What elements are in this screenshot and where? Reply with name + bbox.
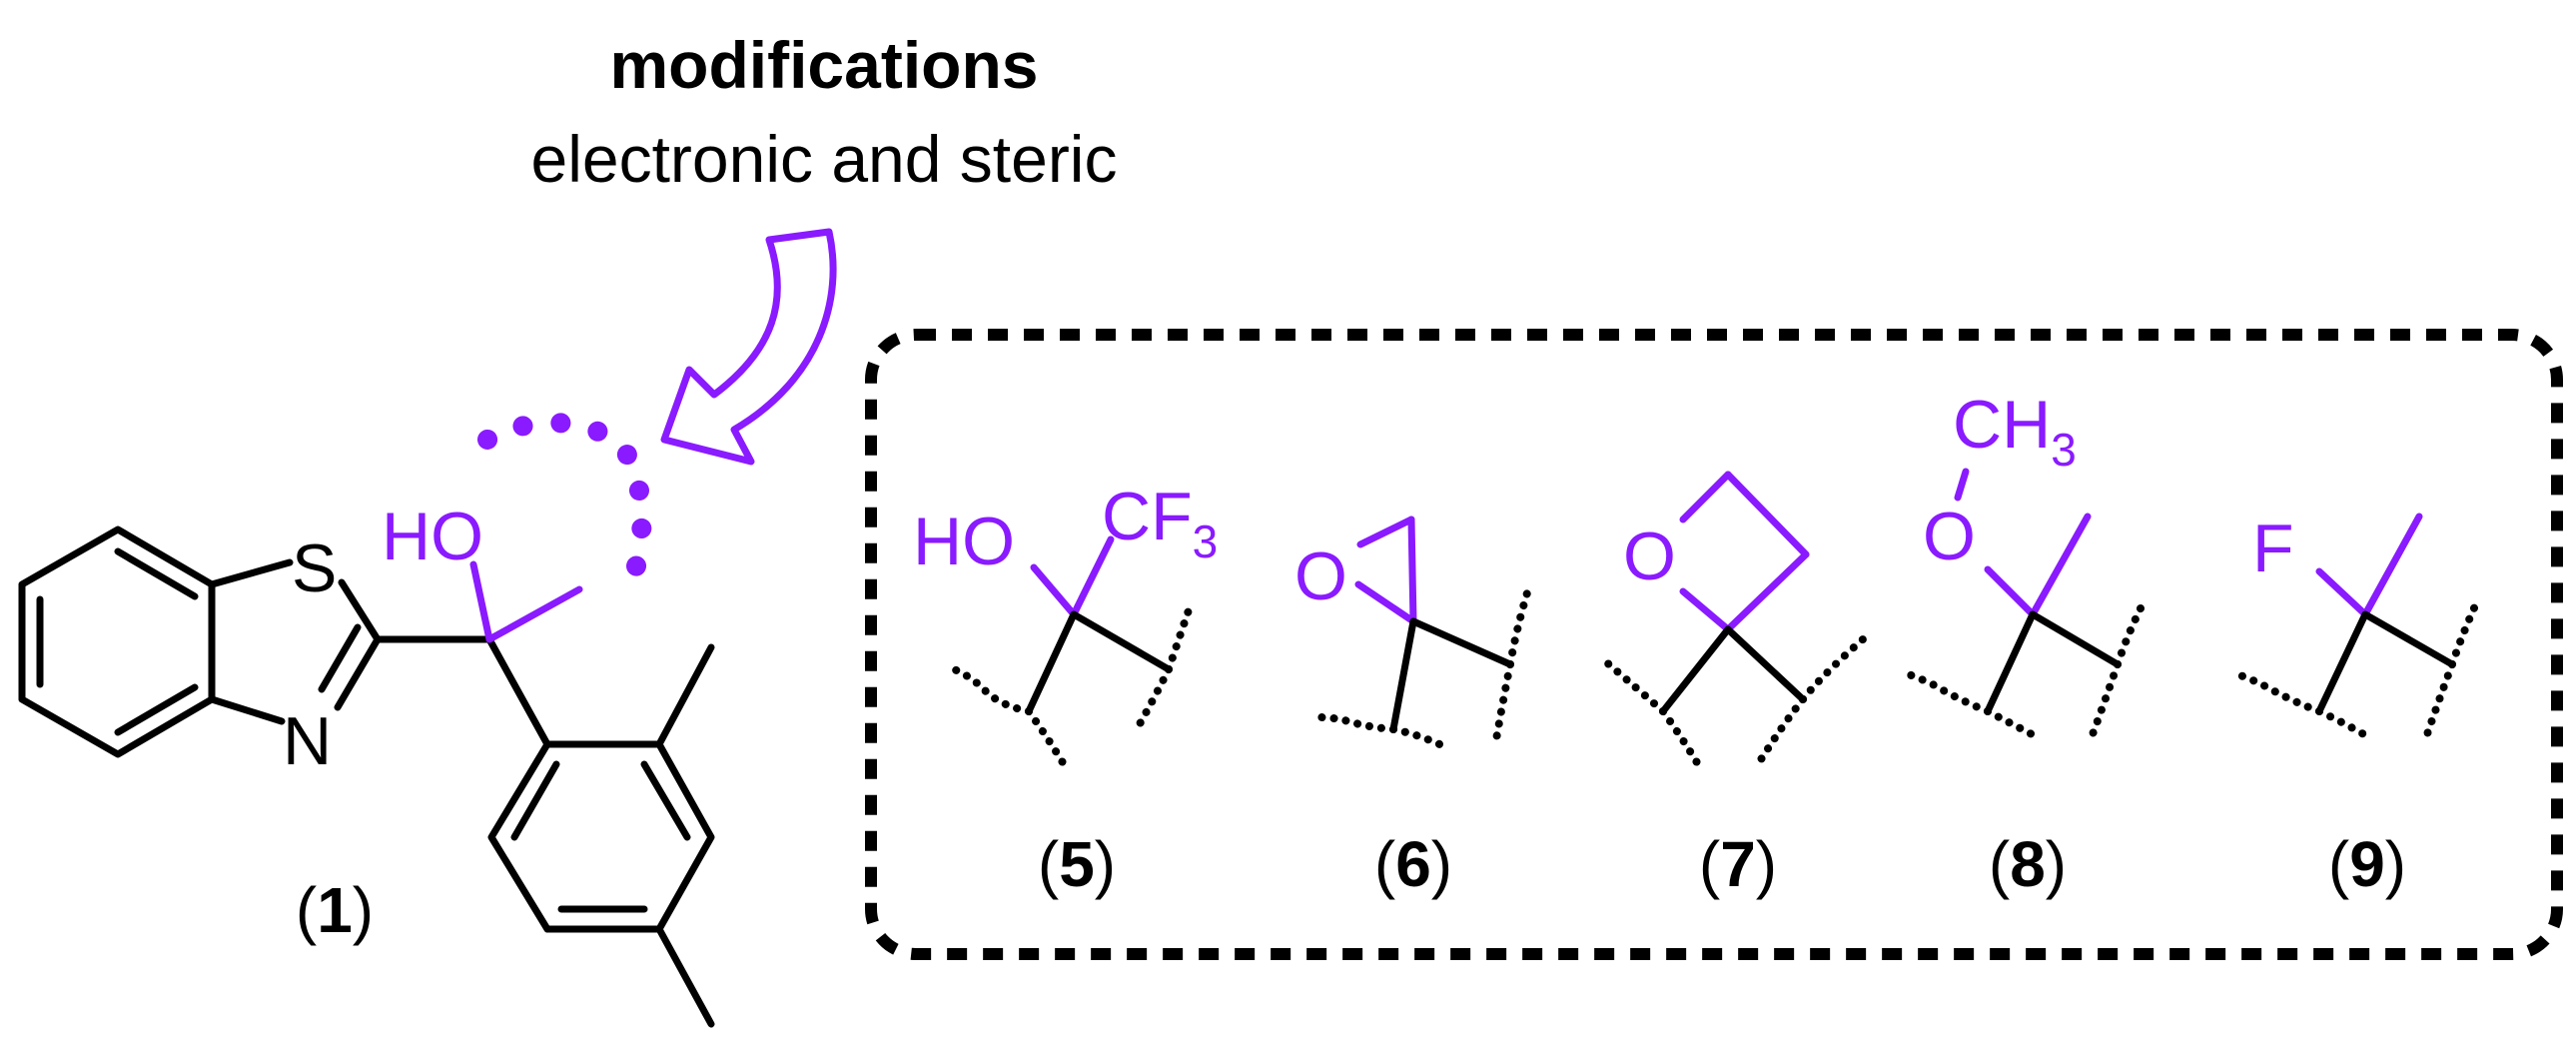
heading-title: modifications	[609, 28, 1038, 102]
compound-1-structure	[18, 526, 715, 1028]
compound-6-oxygen: O	[1294, 538, 1347, 614]
compound-5-label: (5)	[1038, 828, 1116, 900]
hydroxyl-label: HO	[382, 499, 483, 574]
heading-subtitle: electronic and steric	[531, 122, 1118, 196]
compound-8-label: (8)	[1989, 828, 2067, 900]
analogs-frame	[865, 329, 2563, 960]
compound-5-structure	[945, 535, 1195, 768]
modification-dots	[477, 413, 652, 609]
compound-8-structure	[1899, 468, 2147, 741]
compound-9-label: (9)	[2328, 828, 2406, 900]
compound-7-structure	[1599, 471, 1867, 768]
compound-6-label: (6)	[1374, 828, 1452, 900]
compound-5-cf3: CF3	[1102, 479, 1218, 567]
curved-arrow-icon	[660, 228, 837, 466]
compound-5-hydroxyl: HO	[913, 504, 1015, 579]
compound-6-structure	[1314, 516, 1532, 751]
compound-1-label: (1)	[296, 874, 374, 946]
compound-8-methyl: CH3	[1953, 387, 2077, 476]
compound-9-structure	[2233, 513, 2481, 743]
compound-7-label: (7)	[1699, 828, 1777, 900]
nitrogen-atom: N	[283, 703, 332, 779]
compound-8-oxygen: O	[1923, 499, 1976, 574]
sulfur-atom: S	[292, 530, 337, 606]
compound-9-fluorine: F	[2252, 511, 2294, 586]
compound-7-oxygen: O	[1623, 519, 1676, 594]
